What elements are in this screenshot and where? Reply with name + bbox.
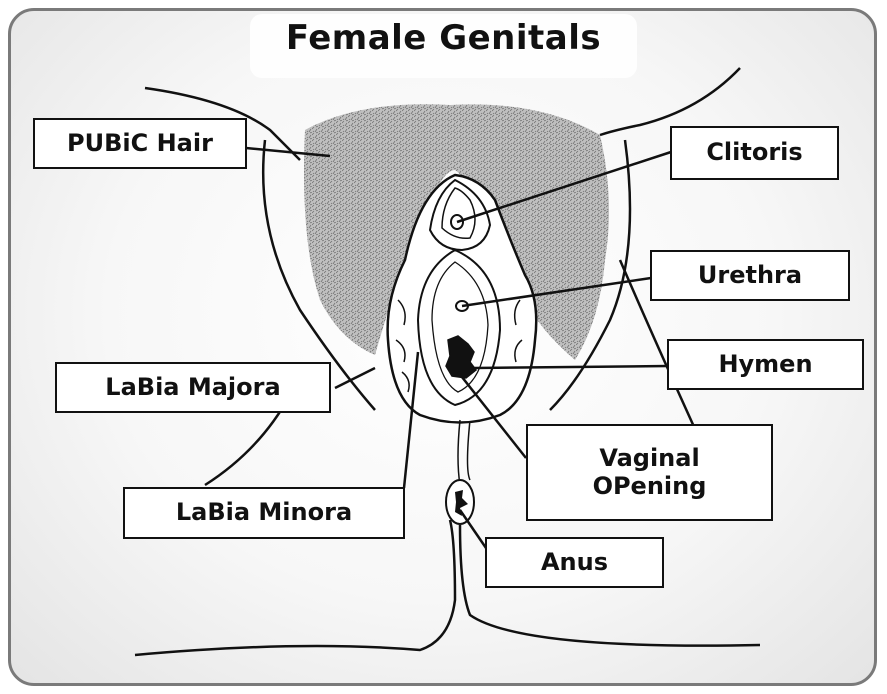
leader-anus xyxy=(460,510,486,548)
label-hymen: Hymen xyxy=(667,339,864,390)
label-anus-text: Anus xyxy=(541,549,608,577)
label-labia-majora: LaBia Majora xyxy=(55,362,331,413)
label-labia-minora: LaBia Minora xyxy=(123,487,405,539)
gluteal-crease xyxy=(468,420,471,480)
label-vaginal-opening-line2: OPening xyxy=(593,473,707,501)
label-clitoris: Clitoris xyxy=(670,126,839,180)
label-anus: Anus xyxy=(485,537,664,588)
label-labia-minora-text: LaBia Minora xyxy=(176,499,352,527)
right-hip-curve xyxy=(600,68,740,135)
left-buttock xyxy=(135,520,455,655)
label-pubic-hair-text: PUBiC Hair xyxy=(67,130,213,158)
label-urethra: Urethra xyxy=(650,250,850,301)
label-vaginal-opening-line1: Vaginal xyxy=(599,445,699,473)
label-labia-majora-text: LaBia Majora xyxy=(105,374,280,402)
label-urethra-text: Urethra xyxy=(698,262,802,290)
label-hymen-text: Hymen xyxy=(718,351,812,379)
label-pubic-hair: PUBiC Hair xyxy=(33,118,247,169)
label-vaginal-opening: Vaginal OPening xyxy=(526,424,773,521)
label-clitoris-text: Clitoris xyxy=(706,139,802,167)
